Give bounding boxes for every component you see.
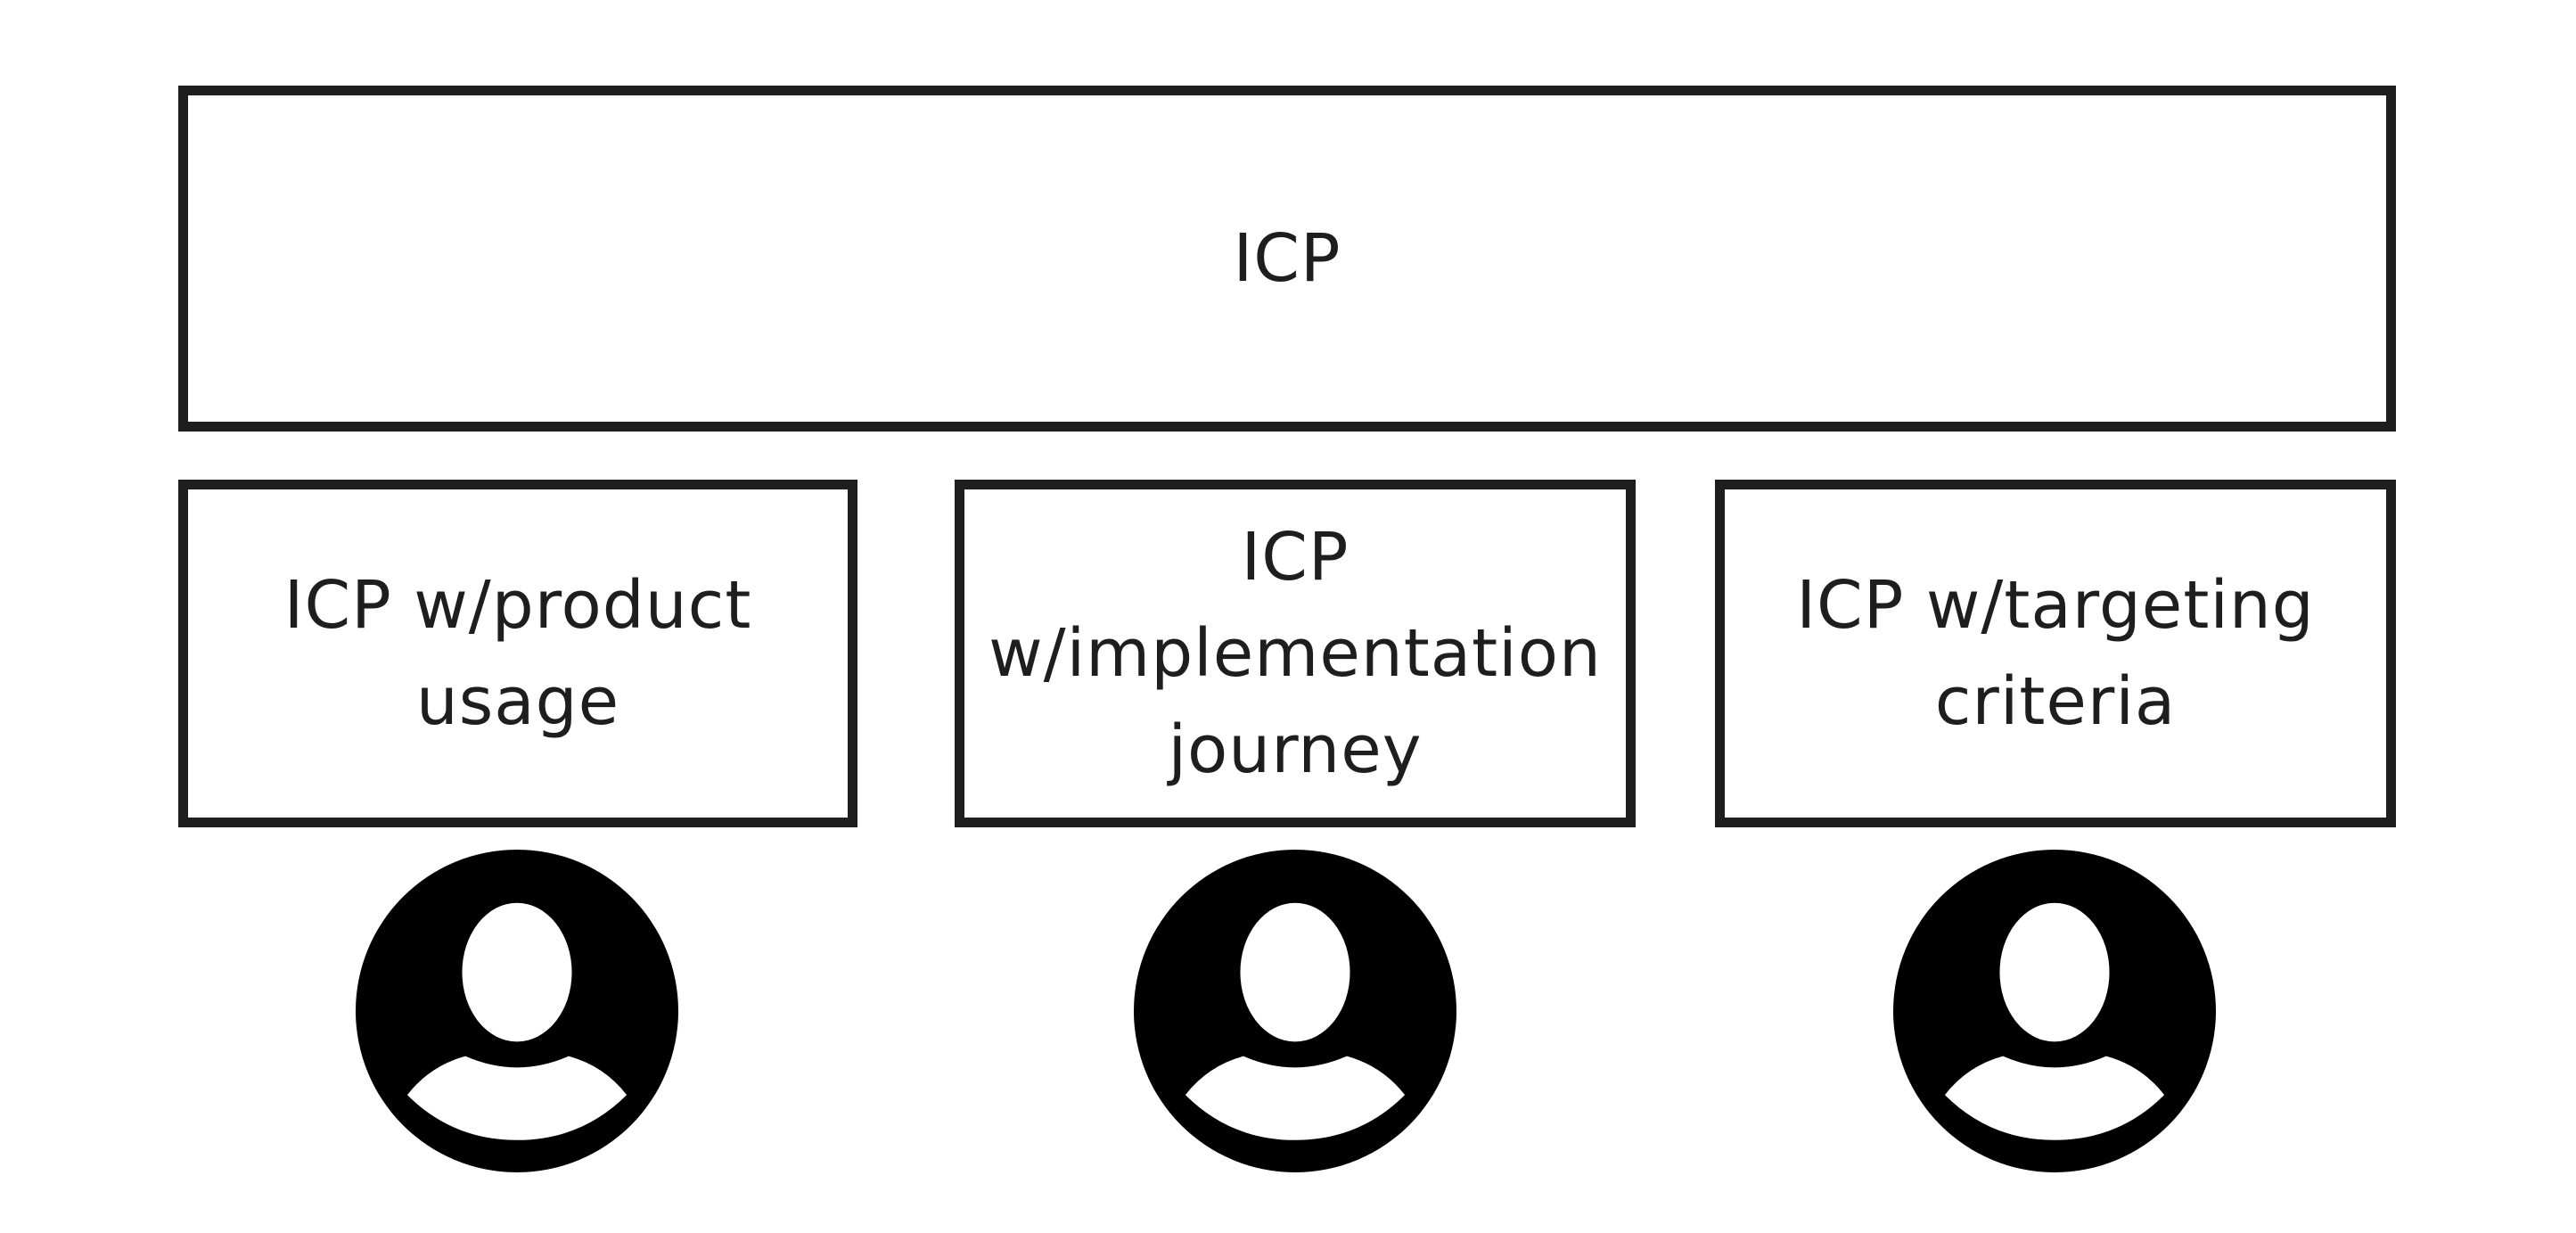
icp-top-label: ICP — [1233, 220, 1341, 297]
user-avatar-icon — [1134, 850, 1456, 1172]
user-avatar-icon — [356, 850, 678, 1172]
icp-product-usage-box: ICP w/product usage — [178, 480, 857, 827]
icp-targeting-criteria-label: ICP w/targeting criteria — [1796, 567, 2315, 740]
icp-top-box: ICP — [178, 86, 2396, 432]
user-avatar-icon — [1893, 850, 2216, 1172]
icp-product-usage-label: ICP w/product usage — [283, 567, 752, 740]
icp-implementation-journey-box: ICP w/implementation journey — [955, 480, 1636, 827]
icp-implementation-journey-label: ICP w/implementation journey — [989, 519, 1602, 788]
icp-targeting-criteria-box: ICP w/targeting criteria — [1715, 480, 2396, 827]
